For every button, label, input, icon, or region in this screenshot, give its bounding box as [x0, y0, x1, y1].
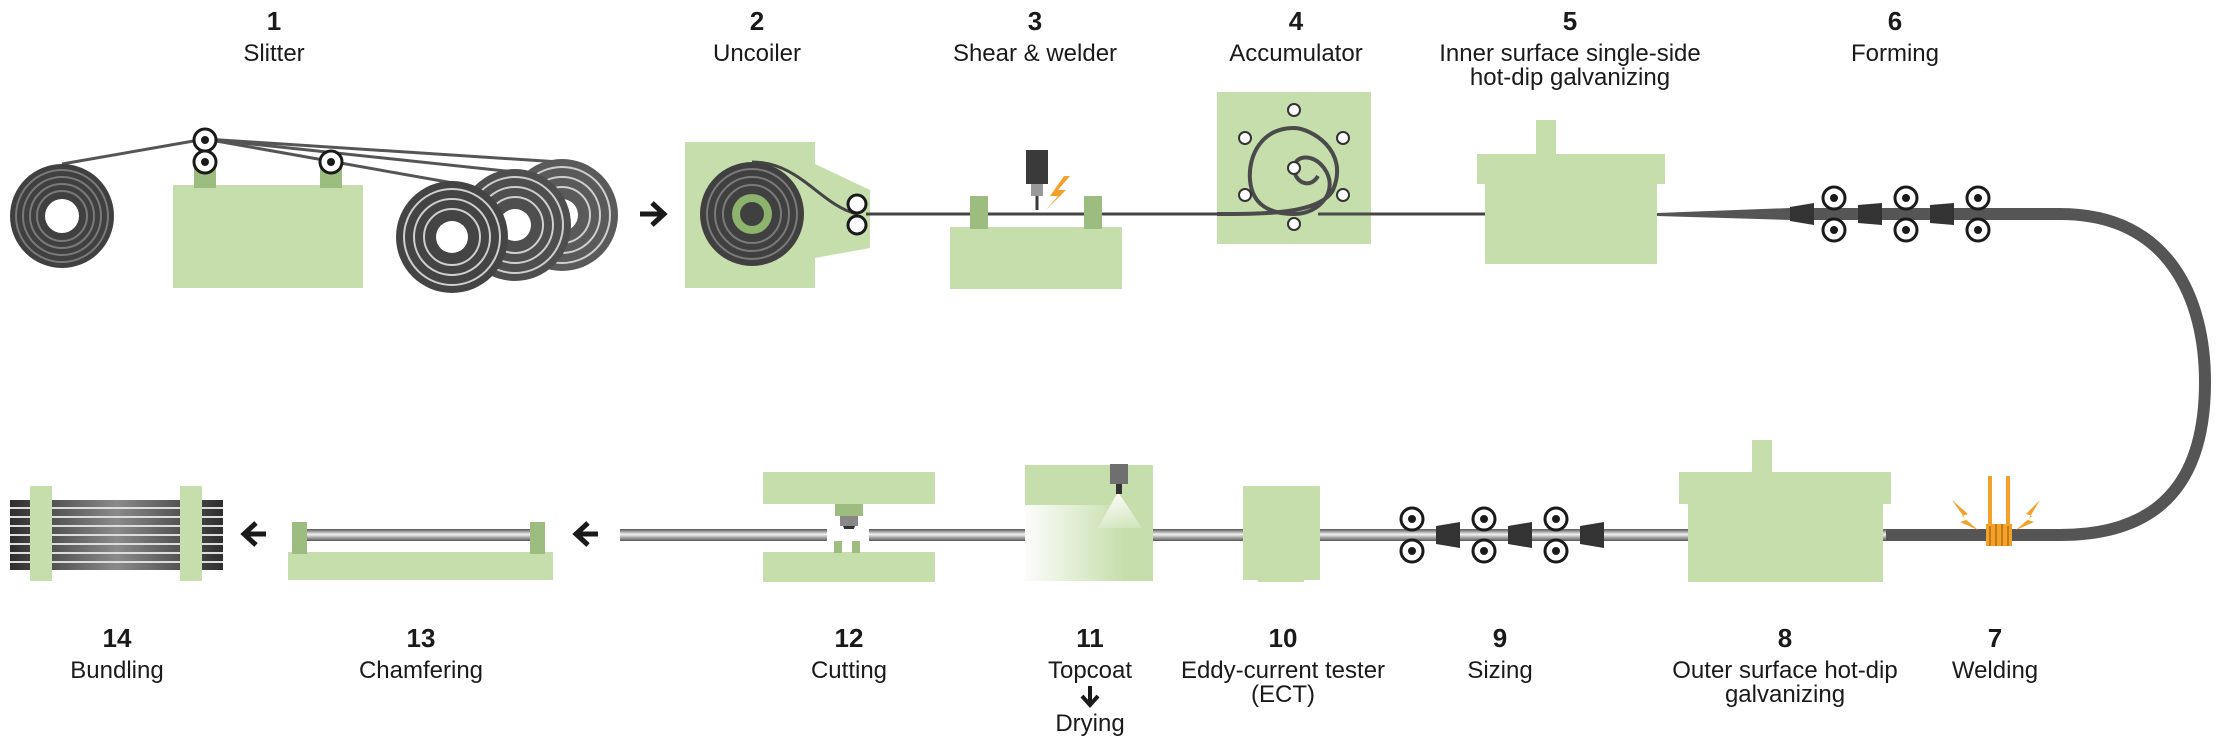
- step-title: Sizing: [1467, 657, 1533, 684]
- step-label-outer-galvanizing: 8 Outer surface hot-dip galvanizing: [1650, 623, 1920, 707]
- step-title: Accumulator: [1229, 40, 1363, 67]
- lightning-icon: [2016, 500, 2040, 530]
- step-number: 8: [1777, 623, 1793, 653]
- step-label-shear-welder: 3 Shear & welder: [855, 6, 1215, 66]
- inner-galvanizing-illustration: [1477, 120, 1665, 264]
- step-title: Slitter: [243, 40, 305, 67]
- step-title: Welding: [1951, 657, 2039, 684]
- slitter-illustration: [10, 127, 618, 293]
- step-label-slitter: 1 Slitter: [94, 6, 454, 66]
- step-label-eddy-current-tester: 10 Eddy-current tester (ECT): [1153, 623, 1413, 707]
- roller-icon: [318, 149, 344, 175]
- lightning-icon: [1046, 176, 1070, 210]
- step-label-chamfering: 13 Chamfering: [301, 623, 541, 683]
- right-arrow-icon: [640, 201, 668, 227]
- sizing-illustration: [1399, 506, 1604, 564]
- left-arrow-icon: [240, 521, 266, 547]
- step-subtitle: Drying: [1055, 710, 1125, 737]
- roller-icon: [1821, 185, 1847, 243]
- step-title: Shear & welder: [952, 40, 1118, 67]
- step-number: 14: [102, 623, 132, 653]
- roller-icon: [1543, 506, 1569, 564]
- roller-icon: [1893, 185, 1919, 243]
- coil-icon: [700, 162, 804, 266]
- step-title: Inner surface single-side hot-dip galvan…: [1439, 40, 1701, 91]
- uncoiler-illustration: [685, 142, 870, 288]
- left-arrow-icon: [572, 521, 598, 547]
- step-label-topcoat: 11 Topcoat: [990, 623, 1190, 683]
- step-label-accumulator: 4 Accumulator: [1116, 6, 1476, 66]
- eddy-current-tester-illustration: [1243, 486, 1320, 582]
- step-label-inner-galvanizing: 5 Inner surface single-side hot-dip galv…: [1420, 6, 1720, 90]
- lightning-icon: [1952, 500, 1978, 530]
- step-number: 13: [406, 623, 436, 653]
- step-number: 11: [1076, 623, 1104, 653]
- step-label-forming: 6 Forming: [1715, 6, 2075, 66]
- step-label-sizing: 9 Sizing: [1400, 623, 1600, 683]
- down-arrow-icon: [1080, 686, 1100, 709]
- step-number: 5: [1562, 6, 1578, 36]
- step-label-bundling: 14 Bundling: [17, 623, 217, 683]
- topcoat-illustration: [1025, 464, 1153, 581]
- step-number: 7: [1987, 623, 2003, 653]
- step-title: Chamfering: [358, 657, 484, 684]
- forming-illustration: [1790, 185, 1991, 243]
- cutting-illustration: [763, 472, 935, 582]
- step-label-drying: Drying: [990, 712, 1190, 736]
- step-title: Cutting: [810, 657, 888, 684]
- step-number: 3: [1027, 6, 1043, 36]
- coil-icon: [10, 164, 114, 268]
- step-number: 2: [749, 6, 765, 36]
- shear-welder-illustration: [950, 150, 1122, 289]
- roller-icon: [1471, 506, 1497, 564]
- forming-taper: [1657, 208, 1790, 220]
- roller-icon: [846, 193, 868, 236]
- roller-icon: [192, 127, 218, 175]
- bundling-illustration: [10, 486, 223, 581]
- step-label-uncoiler: 2 Uncoiler: [577, 6, 937, 66]
- coil-icon: [396, 181, 508, 293]
- welding-illustration: [1952, 476, 2040, 546]
- step-title: Eddy-current tester (ECT): [1180, 657, 1386, 708]
- step-title: Topcoat: [1047, 657, 1133, 684]
- step-title: Outer surface hot-dip galvanizing: [1672, 657, 1898, 708]
- step-number: 1: [266, 6, 282, 36]
- accumulator-illustration: [1216, 92, 1371, 244]
- step-title: Forming: [1850, 40, 1940, 67]
- chamfering-illustration: [288, 522, 553, 580]
- roller-icon: [1965, 185, 1991, 243]
- step-title: Uncoiler: [712, 40, 802, 67]
- step-label-welding: 7 Welding: [1895, 623, 2095, 683]
- step-number: 10: [1268, 623, 1298, 653]
- step-number: 12: [834, 623, 864, 653]
- outer-galvanizing-illustration: [1679, 440, 1891, 582]
- step-number: 9: [1492, 623, 1508, 653]
- pipe-return-loop: [1790, 208, 2212, 541]
- step-number: 4: [1288, 6, 1304, 36]
- roller-icon: [1399, 506, 1425, 564]
- step-title: Bundling: [70, 657, 164, 684]
- step-number: 6: [1887, 6, 1903, 36]
- step-label-cutting: 12 Cutting: [749, 623, 949, 683]
